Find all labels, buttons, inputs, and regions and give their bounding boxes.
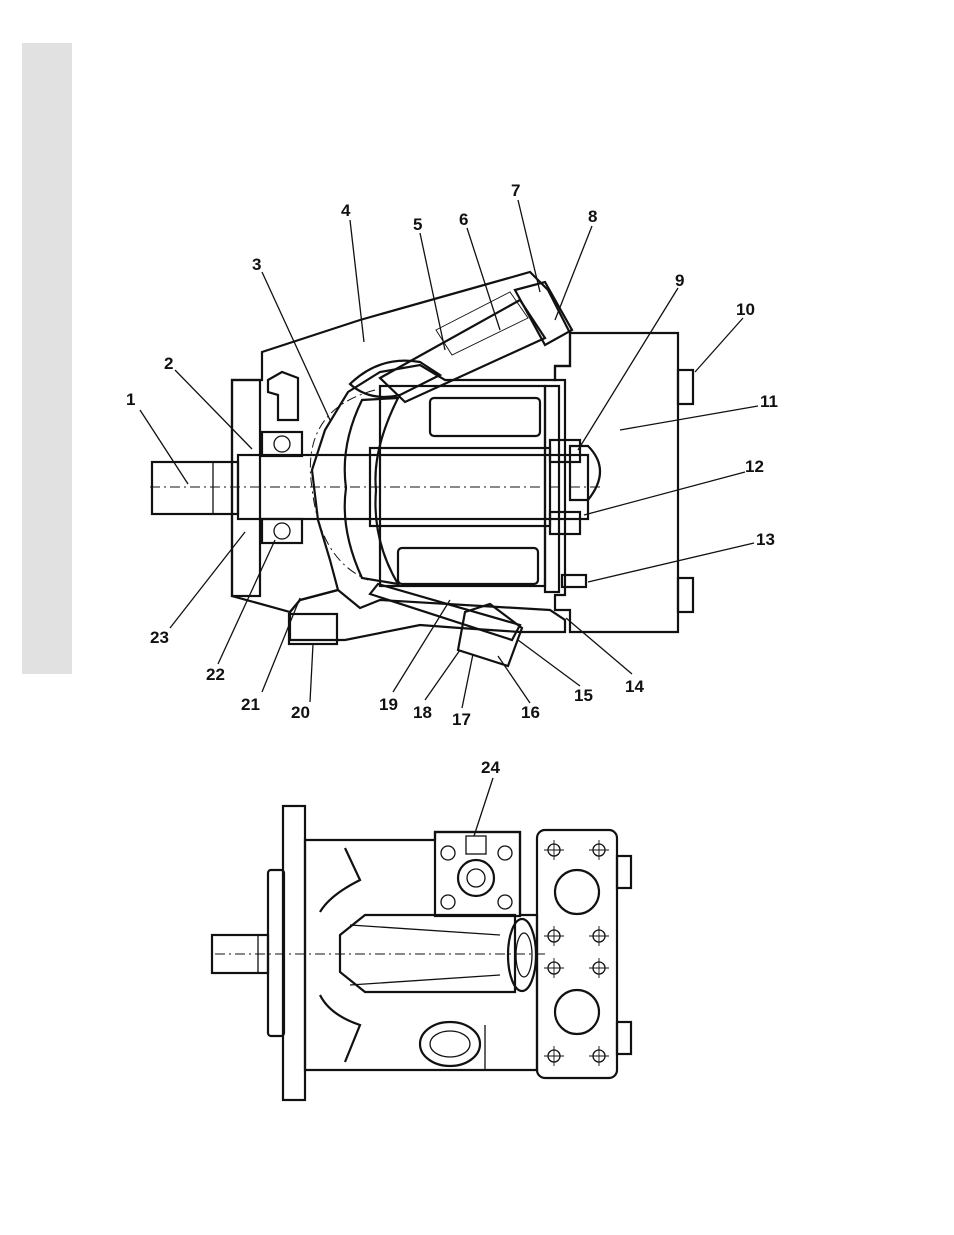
ext-port-plate (537, 830, 617, 1078)
label-15: 15 (574, 686, 593, 705)
ext-port-b (555, 990, 599, 1034)
label-10: 10 (736, 300, 755, 319)
label-20: 20 (291, 703, 310, 722)
housing-cavity-top (268, 372, 298, 420)
label-1: 1 (126, 390, 135, 409)
main-housing (232, 272, 570, 612)
rear-knob-top (678, 370, 693, 404)
ext-bolt-tl (441, 846, 455, 860)
ext-bolt-bl (441, 895, 455, 909)
ext-plate-knob-top (617, 856, 631, 888)
label-13: 13 (756, 530, 775, 549)
ext-taper-lines (350, 925, 500, 985)
label-11: 11 (760, 392, 778, 411)
ext-front-flange (283, 806, 305, 1100)
swash-cradle (345, 398, 398, 584)
label-12: 12 (745, 457, 764, 476)
ext-port-a (555, 870, 599, 914)
label-17: 17 (452, 710, 471, 729)
label-7: 7 (511, 181, 520, 200)
ext-mounting-ring (268, 870, 284, 1036)
label-5: 5 (413, 215, 422, 234)
label-19: 19 (379, 695, 398, 714)
sectional-view (150, 272, 693, 666)
ext-lower-port-inner (430, 1031, 470, 1057)
label-3: 3 (252, 255, 261, 274)
label-14: 14 (625, 677, 644, 696)
ext-control-screw (466, 836, 486, 854)
ext-control-plug-inner (467, 869, 485, 887)
label-8: 8 (588, 207, 597, 226)
ext-plate-knob-bottom (617, 1022, 631, 1054)
label-9: 9 (675, 271, 684, 290)
label-2: 2 (164, 354, 173, 373)
label-21: 21 (241, 695, 260, 714)
cylinder-block (380, 386, 545, 586)
ext-control-plug-outer (458, 860, 494, 896)
piston-upper (430, 398, 540, 436)
ext-lower-port-outer (420, 1022, 480, 1066)
label-4: 4 (341, 201, 351, 220)
front-flange (232, 380, 260, 596)
ext-bolt-br (498, 895, 512, 909)
control-piston-top-hatch (436, 292, 528, 355)
ext-control-cover (435, 832, 520, 916)
ext-plate-bolts (544, 840, 609, 1066)
rear-knob-bottom (678, 578, 693, 612)
bearing-roller-top (274, 436, 290, 452)
bearing-roller-bottom (274, 523, 290, 539)
piston-lower (398, 548, 538, 584)
label-22: 22 (206, 665, 225, 684)
label-16: 16 (521, 703, 540, 722)
label-18: 18 (413, 703, 432, 722)
valve-plate (545, 386, 559, 592)
ext-port-inner (516, 933, 532, 977)
exterior-view (212, 806, 631, 1100)
shaft-stub (152, 462, 238, 514)
part-labels: 1 2 3 4 5 6 7 8 9 10 11 12 13 14 15 16 1… (126, 181, 778, 777)
swash-dashed-arc (310, 390, 375, 580)
ext-bolt-tr (498, 846, 512, 860)
label-24: 24 (481, 758, 500, 777)
label-23: 23 (150, 628, 169, 647)
label-6: 6 (459, 210, 468, 229)
control-cap-bottom (458, 604, 522, 666)
